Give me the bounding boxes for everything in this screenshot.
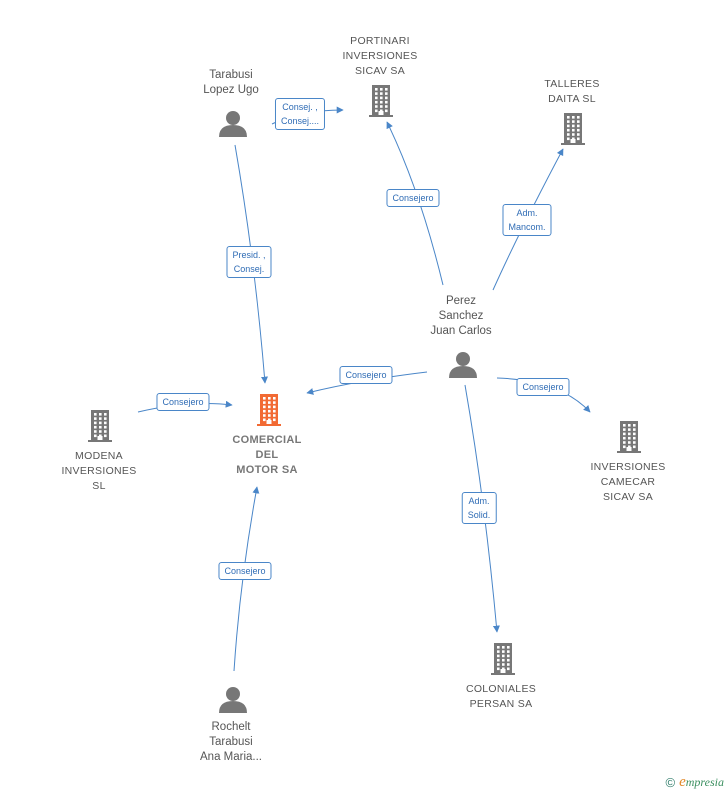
node-label-coloniales[interactable]: COLONIALES PERSAN SA bbox=[466, 682, 536, 712]
node-label-line: Perez bbox=[445, 295, 477, 307]
edge-label-line: Consejero bbox=[522, 382, 564, 392]
building-icon-coloniales[interactable] bbox=[491, 643, 515, 675]
edge-label-line: Consejero bbox=[224, 566, 266, 576]
node-label-line: Ana Maria... bbox=[200, 751, 262, 763]
edge-label-tarabusi-portinari[interactable]: Consej. , Consej.... bbox=[274, 98, 326, 130]
node-label-modena[interactable]: MODENA INVERSIONES SL bbox=[61, 449, 136, 494]
building-icon-portinari[interactable] bbox=[369, 85, 393, 117]
node-label-line: Sanchez bbox=[438, 310, 484, 322]
edge-label-line: Consejero bbox=[392, 193, 434, 203]
node-label-line: SICAV SA bbox=[354, 65, 406, 77]
footer-brand: © empresia bbox=[666, 774, 725, 791]
node-label-line: SL bbox=[92, 480, 106, 492]
edge-label-rochelt-comercial[interactable]: Consejero bbox=[218, 562, 272, 580]
node-label-line: TALLERES bbox=[544, 78, 600, 90]
node-label-line: SICAV SA bbox=[602, 491, 654, 503]
node-label-line: DAITA SL bbox=[548, 93, 596, 105]
building-icon-talleres-daita[interactable] bbox=[561, 113, 585, 145]
focus-building-icon-comercial-motor[interactable] bbox=[257, 394, 281, 426]
node-label-portinari[interactable]: PORTINARI INVERSIONES SICAV SA bbox=[342, 34, 417, 79]
person-icon-rochelt[interactable] bbox=[219, 687, 247, 713]
edge-label-line: Adm. bbox=[516, 208, 538, 218]
edge-label-line: Mancom. bbox=[508, 222, 546, 232]
edge-label-perez-talleres[interactable]: Adm. Mancom. bbox=[502, 204, 552, 236]
node-label-line: DEL bbox=[255, 449, 279, 461]
person-icon-perez-sanchez[interactable] bbox=[449, 352, 477, 378]
copyright-symbol: © bbox=[665, 775, 676, 790]
edge-label-line: Consejero bbox=[162, 397, 204, 407]
node-label-line: INVERSIONES bbox=[590, 461, 666, 473]
node-label-line: Tarabusi bbox=[209, 69, 253, 81]
node-label-camecar[interactable]: INVERSIONES CAMECAR SICAV SA bbox=[590, 460, 665, 505]
edge-label-line: Adm. bbox=[468, 496, 490, 506]
node-label-line: INVERSIONES bbox=[61, 465, 137, 477]
building-icon-camecar[interactable] bbox=[617, 421, 641, 453]
brand-initial: e bbox=[679, 774, 686, 790]
brand-name: mpresia bbox=[685, 775, 724, 789]
node-label-line: INVERSIONES bbox=[342, 50, 418, 62]
node-label-line: Tarabusi bbox=[209, 736, 253, 748]
node-label-comercial-motor[interactable]: COMERCIAL DEL MOTOR SA bbox=[232, 433, 301, 478]
edge-label-line: Consejero bbox=[345, 370, 387, 380]
edge-label-perez-portinari[interactable]: Consejero bbox=[386, 189, 440, 207]
node-label-line: CAMECAR bbox=[600, 476, 656, 488]
node-label-line: PERSAN SA bbox=[469, 698, 533, 710]
node-label-talleres-daita[interactable]: TALLERES DAITA SL bbox=[544, 77, 599, 107]
edge-label-line: Consej.... bbox=[280, 116, 320, 126]
node-label-line: MOTOR SA bbox=[236, 464, 298, 476]
node-label-line: Lopez Ugo bbox=[203, 84, 259, 96]
node-label-line: COLONIALES bbox=[465, 683, 537, 695]
edge-label-modena-comercial[interactable]: Consejero bbox=[156, 393, 210, 411]
node-label-line: MODENA bbox=[75, 450, 123, 462]
person-icon-tarabusi-lopez[interactable] bbox=[219, 111, 247, 137]
edge-label-line: Solid. bbox=[467, 510, 491, 520]
edge-label-perez-camecar[interactable]: Consejero bbox=[516, 378, 570, 396]
edge-label-perez-coloniales[interactable]: Adm. Solid. bbox=[461, 492, 497, 524]
node-label-line: PORTINARI bbox=[350, 35, 410, 47]
node-label-line: Juan Carlos bbox=[430, 325, 492, 337]
node-label-line: COMERCIAL bbox=[232, 434, 302, 446]
edge-label-line: Presid. , bbox=[232, 250, 266, 260]
building-icon-modena[interactable] bbox=[88, 410, 112, 442]
edge-label-line: Consej. bbox=[233, 264, 265, 274]
edge-label-line: Consej. , bbox=[282, 102, 318, 112]
edge-label-perez-comercial[interactable]: Consejero bbox=[339, 366, 393, 384]
edge-label-tarabusi-comercial[interactable]: Presid. , Consej. bbox=[226, 246, 272, 278]
icons-layer bbox=[88, 85, 641, 713]
node-label-line: Rochelt bbox=[211, 721, 251, 733]
